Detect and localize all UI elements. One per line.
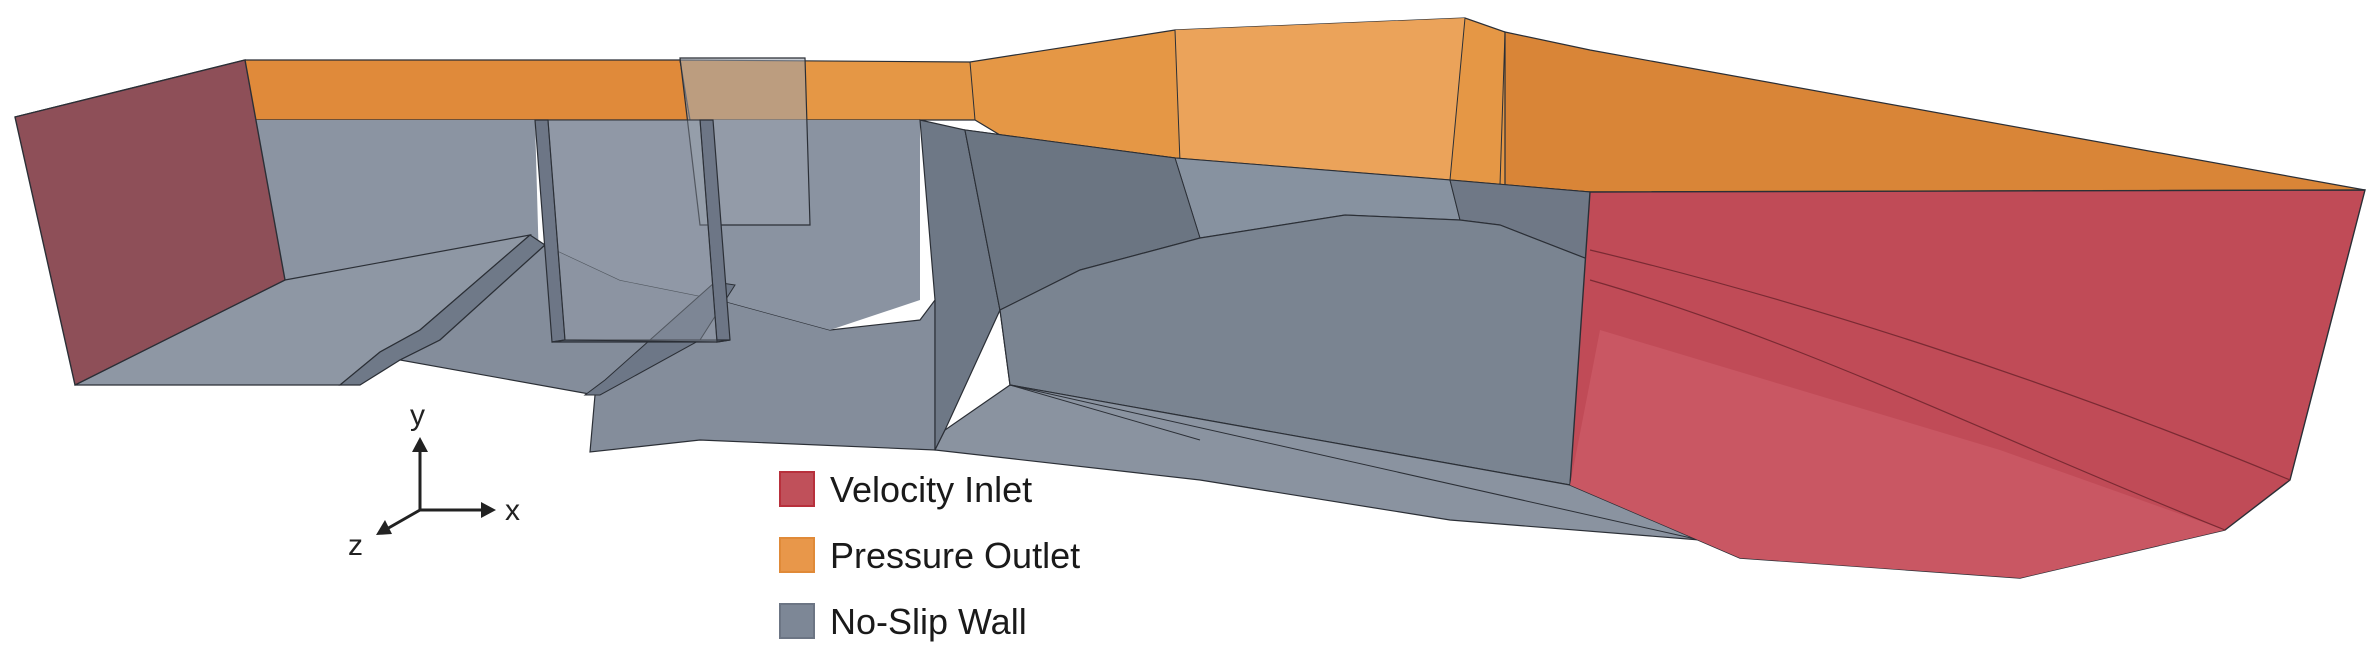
wall-floor-ramp-center	[583, 281, 736, 396]
inlet-left-face	[14, 59, 286, 387]
floor-diagonal-edge	[1009, 384, 1701, 541]
inlet-contour-line-1	[1589, 249, 2291, 481]
legend-item-pressure-outlet: Pressure Outlet	[779, 535, 1080, 576]
outlet-top-center-band	[1175, 18, 1465, 180]
z-axis-label: z	[348, 529, 363, 562]
inlet-contour-line-2	[1589, 279, 2226, 531]
z-axis-arrow-icon	[376, 520, 392, 535]
legend-label-velocity-inlet: Velocity Inlet	[830, 469, 1032, 510]
inlet-right-lower-facet	[1570, 330, 2225, 578]
coordinate-axes: y x z	[348, 399, 520, 562]
outlet-edge-3	[1174, 29, 1181, 163]
outlet-edge-4	[1449, 17, 1466, 181]
velocity-inlet-surfaces	[14, 59, 2366, 579]
y-axis-arrow-icon	[412, 437, 428, 452]
baffle-structures	[534, 57, 811, 343]
wall-back-panel	[245, 60, 540, 300]
legend-swatch-pressure-outlet	[779, 537, 815, 573]
baffle-panel	[547, 119, 718, 343]
legend-swatch-velocity-inlet	[779, 471, 815, 507]
y-axis-label: y	[410, 399, 425, 432]
outlet-edge-5	[1499, 31, 1506, 186]
floor-inner-edge	[1009, 384, 1201, 441]
legend-label-pressure-outlet: Pressure Outlet	[830, 535, 1080, 576]
legend-item-no-slip-wall: No-Slip Wall	[779, 601, 1027, 642]
outlet-edge-2	[969, 61, 976, 121]
z-axis-line	[384, 508, 421, 532]
x-axis-arrow-icon	[481, 502, 496, 518]
outlet-top-right	[1504, 31, 2366, 193]
x-axis-label: x	[505, 494, 520, 527]
legend-label-no-slip-wall: No-Slip Wall	[830, 601, 1027, 642]
legend: Velocity Inlet Pressure Outlet No-Slip W…	[779, 469, 1080, 642]
legend-item-velocity-inlet: Velocity Inlet	[779, 469, 1032, 510]
legend-swatch-no-slip-wall	[779, 603, 815, 639]
